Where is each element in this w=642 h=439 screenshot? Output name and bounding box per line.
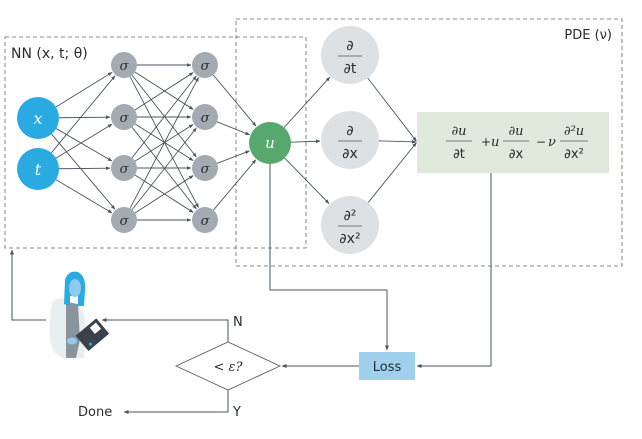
- connection-arrow: [51, 133, 116, 210]
- svg-text:σ: σ: [201, 111, 211, 126]
- done-label: Done: [78, 405, 112, 420]
- connection-arrow: [55, 179, 113, 214]
- input-node-t: t: [17, 148, 59, 190]
- nn-box: [4, 36, 307, 249]
- yes-branch-line: [123, 390, 229, 414]
- connection-arrow: [131, 75, 197, 159]
- svg-text:Loss: Loss: [373, 360, 402, 375]
- derivative-node-dt: ∂ ∂t: [321, 26, 379, 84]
- connection-arrow: [213, 159, 257, 211]
- hidden-node: σ: [192, 52, 218, 78]
- pde-equation: ∂u ∂t + u ∂u ∂x − ν ∂²u ∂x²: [417, 112, 609, 173]
- connection-arrow: [51, 75, 116, 154]
- connection-arrow: [134, 175, 194, 214]
- connection-arrow: [131, 74, 197, 158]
- hidden-node: σ: [111, 155, 137, 181]
- connection-arrow: [134, 123, 194, 161]
- output-node-u: u: [249, 122, 291, 164]
- svg-text:ν: ν: [548, 135, 556, 150]
- svg-text:∂: ∂: [346, 38, 353, 54]
- svg-text:∂u: ∂u: [451, 124, 466, 139]
- svg-text:∂²: ∂²: [344, 208, 357, 224]
- pde-box: [235, 18, 623, 267]
- connection-arrow: [216, 150, 250, 164]
- scientist-to-nn-line: [10, 249, 46, 321]
- derivative-node-dx: ∂ ∂x: [321, 111, 379, 169]
- svg-text:−: −: [536, 135, 546, 149]
- hidden-node: σ: [111, 104, 137, 130]
- hidden-node: σ: [192, 207, 218, 233]
- connection-arrow: [367, 142, 417, 203]
- connection-arrow: [212, 74, 257, 127]
- connection-arrow: [367, 77, 417, 142]
- network-connections: [51, 63, 417, 222]
- svg-text:σ: σ: [120, 214, 130, 229]
- svg-text:∂²u: ∂²u: [564, 124, 584, 139]
- hidden-node: σ: [192, 155, 218, 181]
- connection-arrow: [55, 123, 113, 159]
- hidden-node: σ: [111, 52, 137, 78]
- svg-text:< ε?: < ε?: [214, 360, 244, 375]
- connection-arrow: [131, 127, 197, 211]
- svg-text:∂x: ∂x: [342, 146, 358, 162]
- hidden-layer-1: σ σ σ σ: [111, 52, 137, 233]
- decision-diamond: < ε?: [175, 341, 281, 391]
- svg-text:∂t: ∂t: [344, 61, 357, 77]
- svg-text:σ: σ: [201, 59, 211, 74]
- svg-text:∂x: ∂x: [509, 147, 524, 162]
- connection-arrow: [283, 76, 331, 128]
- connection-arrow: [284, 157, 330, 204]
- decision-no-label: N: [233, 315, 243, 330]
- loss-box: Loss: [359, 352, 415, 380]
- svg-text:σ: σ: [201, 162, 211, 177]
- svg-text:t: t: [35, 160, 42, 179]
- svg-text:σ: σ: [120, 162, 130, 177]
- svg-text:σ: σ: [201, 214, 211, 229]
- svg-text:∂t: ∂t: [453, 147, 465, 162]
- nn-box-label: NN (x, t; θ): [11, 46, 88, 62]
- svg-text:∂x²: ∂x²: [564, 147, 584, 162]
- connection-arrow: [129, 77, 199, 209]
- svg-text:u: u: [491, 135, 499, 150]
- connection-arrow: [290, 139, 321, 144]
- u-to-loss-line: [269, 164, 389, 351]
- connection-arrow: [55, 71, 113, 108]
- svg-text:σ: σ: [120, 59, 130, 74]
- svg-text:+: +: [481, 135, 491, 149]
- connection-arrow: [58, 166, 111, 171]
- connection-arrow: [134, 72, 194, 111]
- pde-box-label: PDE (ν): [564, 28, 612, 43]
- pde-to-loss-line: [416, 173, 492, 368]
- decision-yes-label: Y: [232, 405, 241, 420]
- derivative-node-dxx: ∂² ∂x²: [321, 196, 379, 254]
- connection-arrow: [378, 140, 417, 144]
- connection-arrow: [134, 71, 194, 110]
- connection-arrow: [58, 115, 111, 120]
- hidden-node: σ: [192, 104, 218, 130]
- svg-text:u: u: [265, 134, 275, 152]
- svg-text:∂: ∂: [346, 123, 353, 139]
- svg-text:x: x: [33, 109, 42, 128]
- svg-text:σ: σ: [120, 111, 130, 126]
- no-branch-line: [101, 318, 229, 342]
- svg-text:∂x²: ∂x²: [339, 231, 360, 247]
- hidden-layer-2: σ σ σ σ: [192, 52, 218, 233]
- svg-text:∂u: ∂u: [508, 124, 523, 139]
- scientist-icon: [49, 271, 110, 358]
- connection-arrow: [216, 121, 250, 136]
- input-node-x: x: [17, 97, 59, 139]
- connection-arrow: [55, 128, 113, 162]
- hidden-node: σ: [111, 207, 137, 233]
